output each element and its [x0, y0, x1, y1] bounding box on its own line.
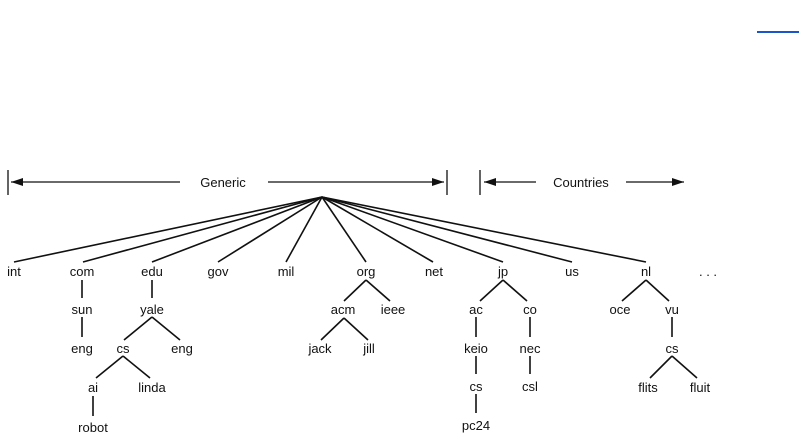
node-cs-vu: cs — [666, 341, 680, 356]
node-nec: nec — [520, 341, 541, 356]
node-edu: edu — [141, 264, 163, 279]
node-org: org — [357, 264, 376, 279]
node-nl: nl — [641, 264, 651, 279]
node-keio: keio — [464, 341, 488, 356]
node-eng-sun: eng — [71, 341, 93, 356]
node-sun: sun — [72, 302, 93, 317]
node-fluit: fluit — [690, 380, 711, 395]
node-linda: linda — [138, 380, 166, 395]
node-csl: csl — [522, 379, 538, 394]
node-eng-yale: eng — [171, 341, 193, 356]
node-us: us — [565, 264, 579, 279]
node-mil: mil — [278, 264, 295, 279]
node-cs-keio: cs — [470, 379, 484, 394]
countries-range-bracket: Countries — [480, 170, 684, 195]
node-ac: ac — [469, 302, 483, 317]
node-ai: ai — [88, 380, 98, 395]
countries-label: Countries — [553, 175, 609, 190]
node-jp: jp — [497, 264, 508, 279]
node-pc24: pc24 — [462, 418, 490, 433]
node-co: co — [523, 302, 537, 317]
node-oce: oce — [610, 302, 631, 317]
node-acm: acm — [331, 302, 356, 317]
node-flits: flits — [638, 380, 658, 395]
top-level-domains: int com edu gov mil org net jp us nl . .… — [7, 264, 717, 279]
sub-domains: sun eng yale cs eng ai linda robot acm i… — [71, 302, 710, 435]
node-cs-yale: cs — [117, 341, 131, 356]
node-net: net — [425, 264, 443, 279]
generic-label: Generic — [200, 175, 246, 190]
generic-range-bracket: Generic — [8, 170, 447, 195]
root-edges — [14, 197, 646, 262]
node-ieee: ieee — [381, 302, 406, 317]
node-jack: jack — [307, 341, 332, 356]
node-vu: vu — [665, 302, 679, 317]
node-com: com — [70, 264, 95, 279]
node-int: int — [7, 264, 21, 279]
node-gov: gov — [208, 264, 229, 279]
node-jill: jill — [362, 341, 375, 356]
node-robot: robot — [78, 420, 108, 435]
node-more: . . . — [699, 264, 717, 279]
node-yale: yale — [140, 302, 164, 317]
